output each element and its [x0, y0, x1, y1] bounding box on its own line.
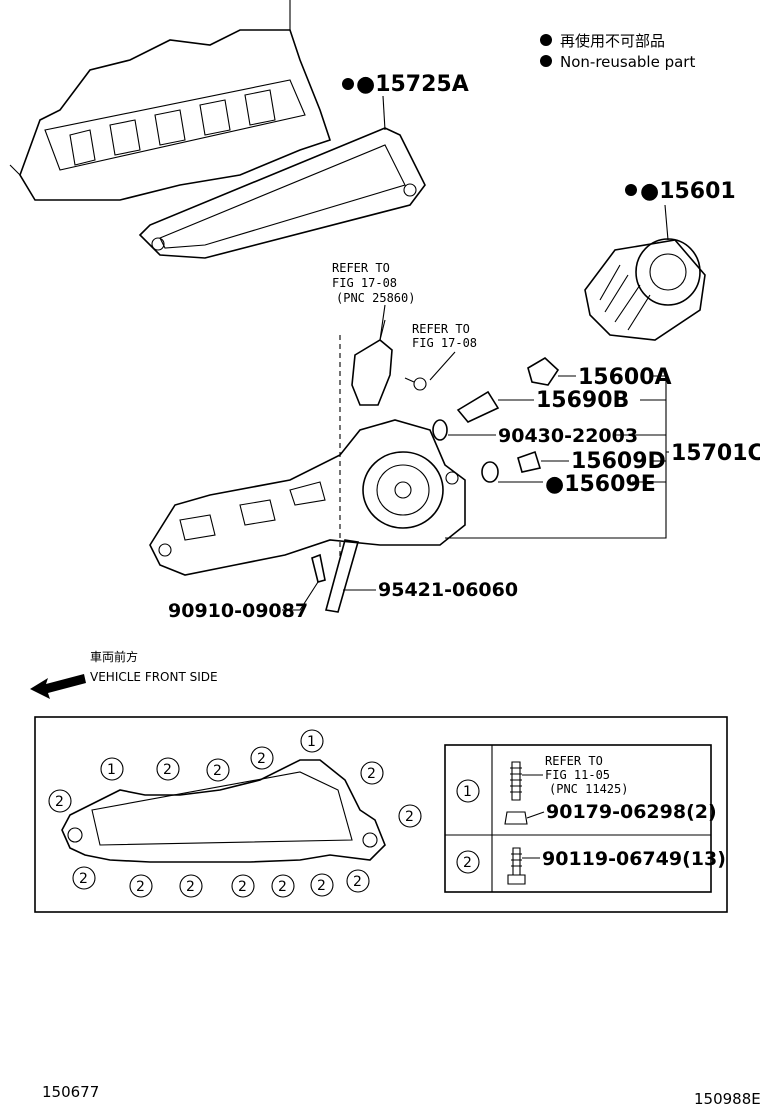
footer-right-code: 150988E [694, 1090, 760, 1108]
table-key-1 [456, 779, 480, 803]
part-15600A: 15600A [578, 365, 672, 390]
refer2-line1: REFER TO [412, 322, 470, 336]
svg-text:2: 2 [257, 751, 266, 767]
pipe-drawing [324, 539, 360, 613]
svg-text:1: 1 [307, 734, 316, 750]
svg-text:2: 2 [278, 879, 287, 895]
part-15609E: ●15609E [545, 472, 656, 497]
part-15701C: 15701C [671, 441, 760, 466]
table-refer-line2: FIG 11-05 [545, 768, 610, 782]
front-en: VEHICLE FRONT SIDE [90, 670, 218, 684]
part-15609D: 15609D [571, 449, 666, 474]
frame-gasket-drawing [61, 759, 386, 863]
nonreusable-dot-icon [342, 78, 354, 90]
small-parts-drawing [432, 357, 560, 483]
legend-dot-icon [540, 55, 552, 67]
sensor-drawing [351, 319, 427, 406]
bolt-table: 1 2 REFER TO FIG 11-05 (PNC 11425) 90179… [444, 744, 726, 893]
part-90910: 90910-09087 [168, 600, 308, 622]
legend-en: Non-reusable part [560, 53, 695, 71]
table-refer-line1: REFER TO [545, 754, 603, 768]
refer1-line1: REFER TO [332, 261, 390, 275]
part-95421: 95421-06060 [378, 579, 518, 601]
nonreusable-dot-icon [625, 184, 637, 196]
legend-jp: 再使用不可部品 [560, 32, 665, 50]
svg-text:2: 2 [405, 809, 414, 825]
svg-text:2: 2 [213, 763, 222, 779]
svg-text:2: 2 [79, 871, 88, 887]
svg-text:2: 2 [463, 855, 472, 871]
svg-text:2: 2 [238, 879, 247, 895]
stud-bolt-icon [510, 761, 522, 801]
svg-text:2: 2 [353, 874, 362, 890]
bolt-layout-frame [34, 716, 728, 913]
stud-drawing [311, 553, 326, 583]
table-refer-line3: (PNC 11425) [549, 782, 628, 796]
table-part-90179: 90179-06298(2) [546, 801, 717, 823]
refer1-line3: (PNC 25860) [336, 291, 415, 305]
svg-text:2: 2 [136, 879, 145, 895]
part-15690B: 15690B [536, 388, 629, 413]
table-part-90119: 90119-06749(13) [542, 848, 726, 870]
footer-left-code: 150677 [42, 1083, 99, 1101]
svg-text:2: 2 [55, 794, 64, 810]
table-key-2 [456, 850, 480, 874]
svg-text:1: 1 [107, 762, 116, 778]
part-15725A: ●15725A [356, 72, 469, 97]
part-15601: ●15601 [640, 179, 736, 204]
gasket-15725A-drawing [138, 127, 426, 259]
svg-text:2: 2 [163, 762, 172, 778]
svg-text:2: 2 [317, 878, 326, 894]
front-jp: 車両前方 [90, 649, 138, 664]
oil-filter-drawing [584, 238, 706, 341]
gasket-callouts: 1 2 2 2 1 2 2 2 2 2 2 2 2 2 2 2 [48, 729, 422, 898]
refer1-line2: FIG 17-08 [332, 276, 397, 290]
legend: 再使用不可部品 Non-reusable part [540, 32, 695, 71]
filter-bracket-drawing [149, 335, 466, 576]
nut-icon [504, 811, 528, 825]
svg-text:2: 2 [186, 879, 195, 895]
bolt-icon [507, 847, 526, 885]
svg-text:1: 1 [463, 784, 472, 800]
engine-block-drawing [9, 0, 332, 201]
refer2-line2: FIG 17-08 [412, 336, 477, 350]
svg-text:2: 2 [367, 766, 376, 782]
legend-dot-icon [540, 34, 552, 46]
arrow-left-icon [30, 674, 86, 699]
part-90430: 90430-22003 [498, 425, 638, 447]
